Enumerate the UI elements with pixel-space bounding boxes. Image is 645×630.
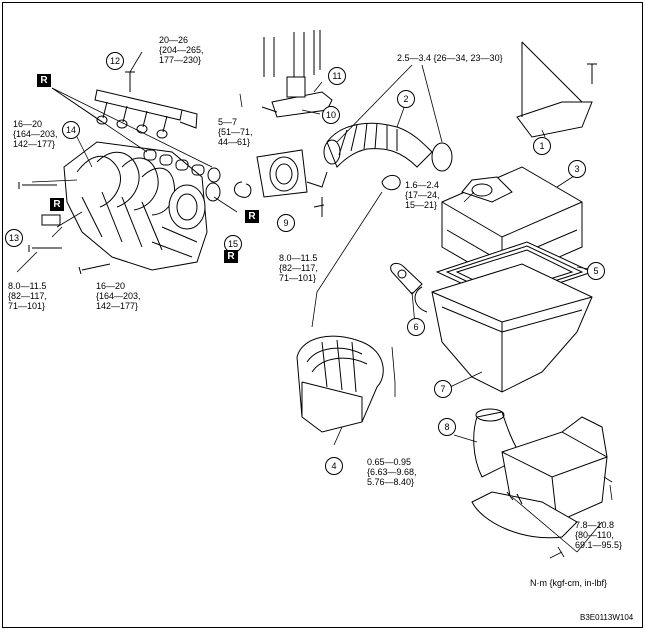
leaders-duct — [453, 434, 613, 559]
callout-12: 12 — [106, 52, 124, 70]
torque-spec-4: 2.5—3.4 {26—34, 23—30} — [397, 53, 503, 63]
replace-marker: R — [224, 250, 238, 263]
leaders-center — [239, 81, 323, 115]
bracket — [516, 41, 597, 138]
callout-13: 13 — [5, 229, 23, 247]
callout-14: 14 — [62, 121, 80, 139]
figure-code: B3E0113W104 — [580, 613, 634, 622]
units-note: N·m {kgf-cm, in-lbf} — [530, 578, 608, 588]
grommet — [390, 262, 423, 295]
resonator — [296, 335, 384, 433]
fuel-rail — [94, 89, 198, 139]
leaders-hose — [311, 64, 443, 328]
callout-4: 4 — [325, 457, 343, 475]
callout-1: 1 — [533, 137, 551, 155]
callout-9: 9 — [277, 214, 295, 232]
callout-6: 6 — [407, 318, 425, 336]
callout-11: 11 — [328, 67, 346, 85]
manifold-gaskets — [143, 149, 221, 202]
throttle-body — [234, 149, 328, 217]
callout-8: 8 — [438, 418, 456, 436]
torque-spec-9: 0.65—0.95 {6.63—9.68, 5.76—8.40} — [367, 457, 417, 487]
torque-spec-7: 8.0—11.5 {82—117, 71—101} — [8, 281, 47, 311]
solenoid-bracket — [261, 30, 333, 118]
replace-marker: R — [50, 198, 64, 211]
intake-manifold — [63, 141, 208, 271]
replace-marker: R — [37, 74, 51, 87]
air-cleaner-case — [414, 263, 593, 393]
torque-spec-5: 1.6—2.4 {17—24, 15—21} — [405, 180, 440, 210]
callout-5: 5 — [587, 262, 605, 280]
replace-marker: R — [245, 210, 259, 223]
torque-spec-8: 16—20 {164—203, 142—177} — [96, 281, 141, 311]
callout-7: 7 — [434, 380, 452, 398]
callout-3: 3 — [568, 160, 586, 178]
torque-spec-1: 20—26 {204—265, 177—230} — [159, 35, 204, 65]
torque-spec-6: 8.0—11.5 {82—117, 71—101} — [279, 253, 318, 283]
air-duct — [471, 408, 608, 539]
air-hose — [323, 122, 453, 191]
callout-10: 10 — [322, 106, 340, 124]
torque-spec-10: 7.8—10.8 {80—110, 69.1—95.5} — [575, 520, 623, 550]
leaders-resonator — [333, 346, 396, 446]
torque-spec-2: 16—20 {164—203, 142—177} — [13, 119, 58, 149]
callout-2: 2 — [397, 90, 415, 108]
torque-spec-3: 5—7 {51—71, 44—61} — [218, 117, 253, 147]
